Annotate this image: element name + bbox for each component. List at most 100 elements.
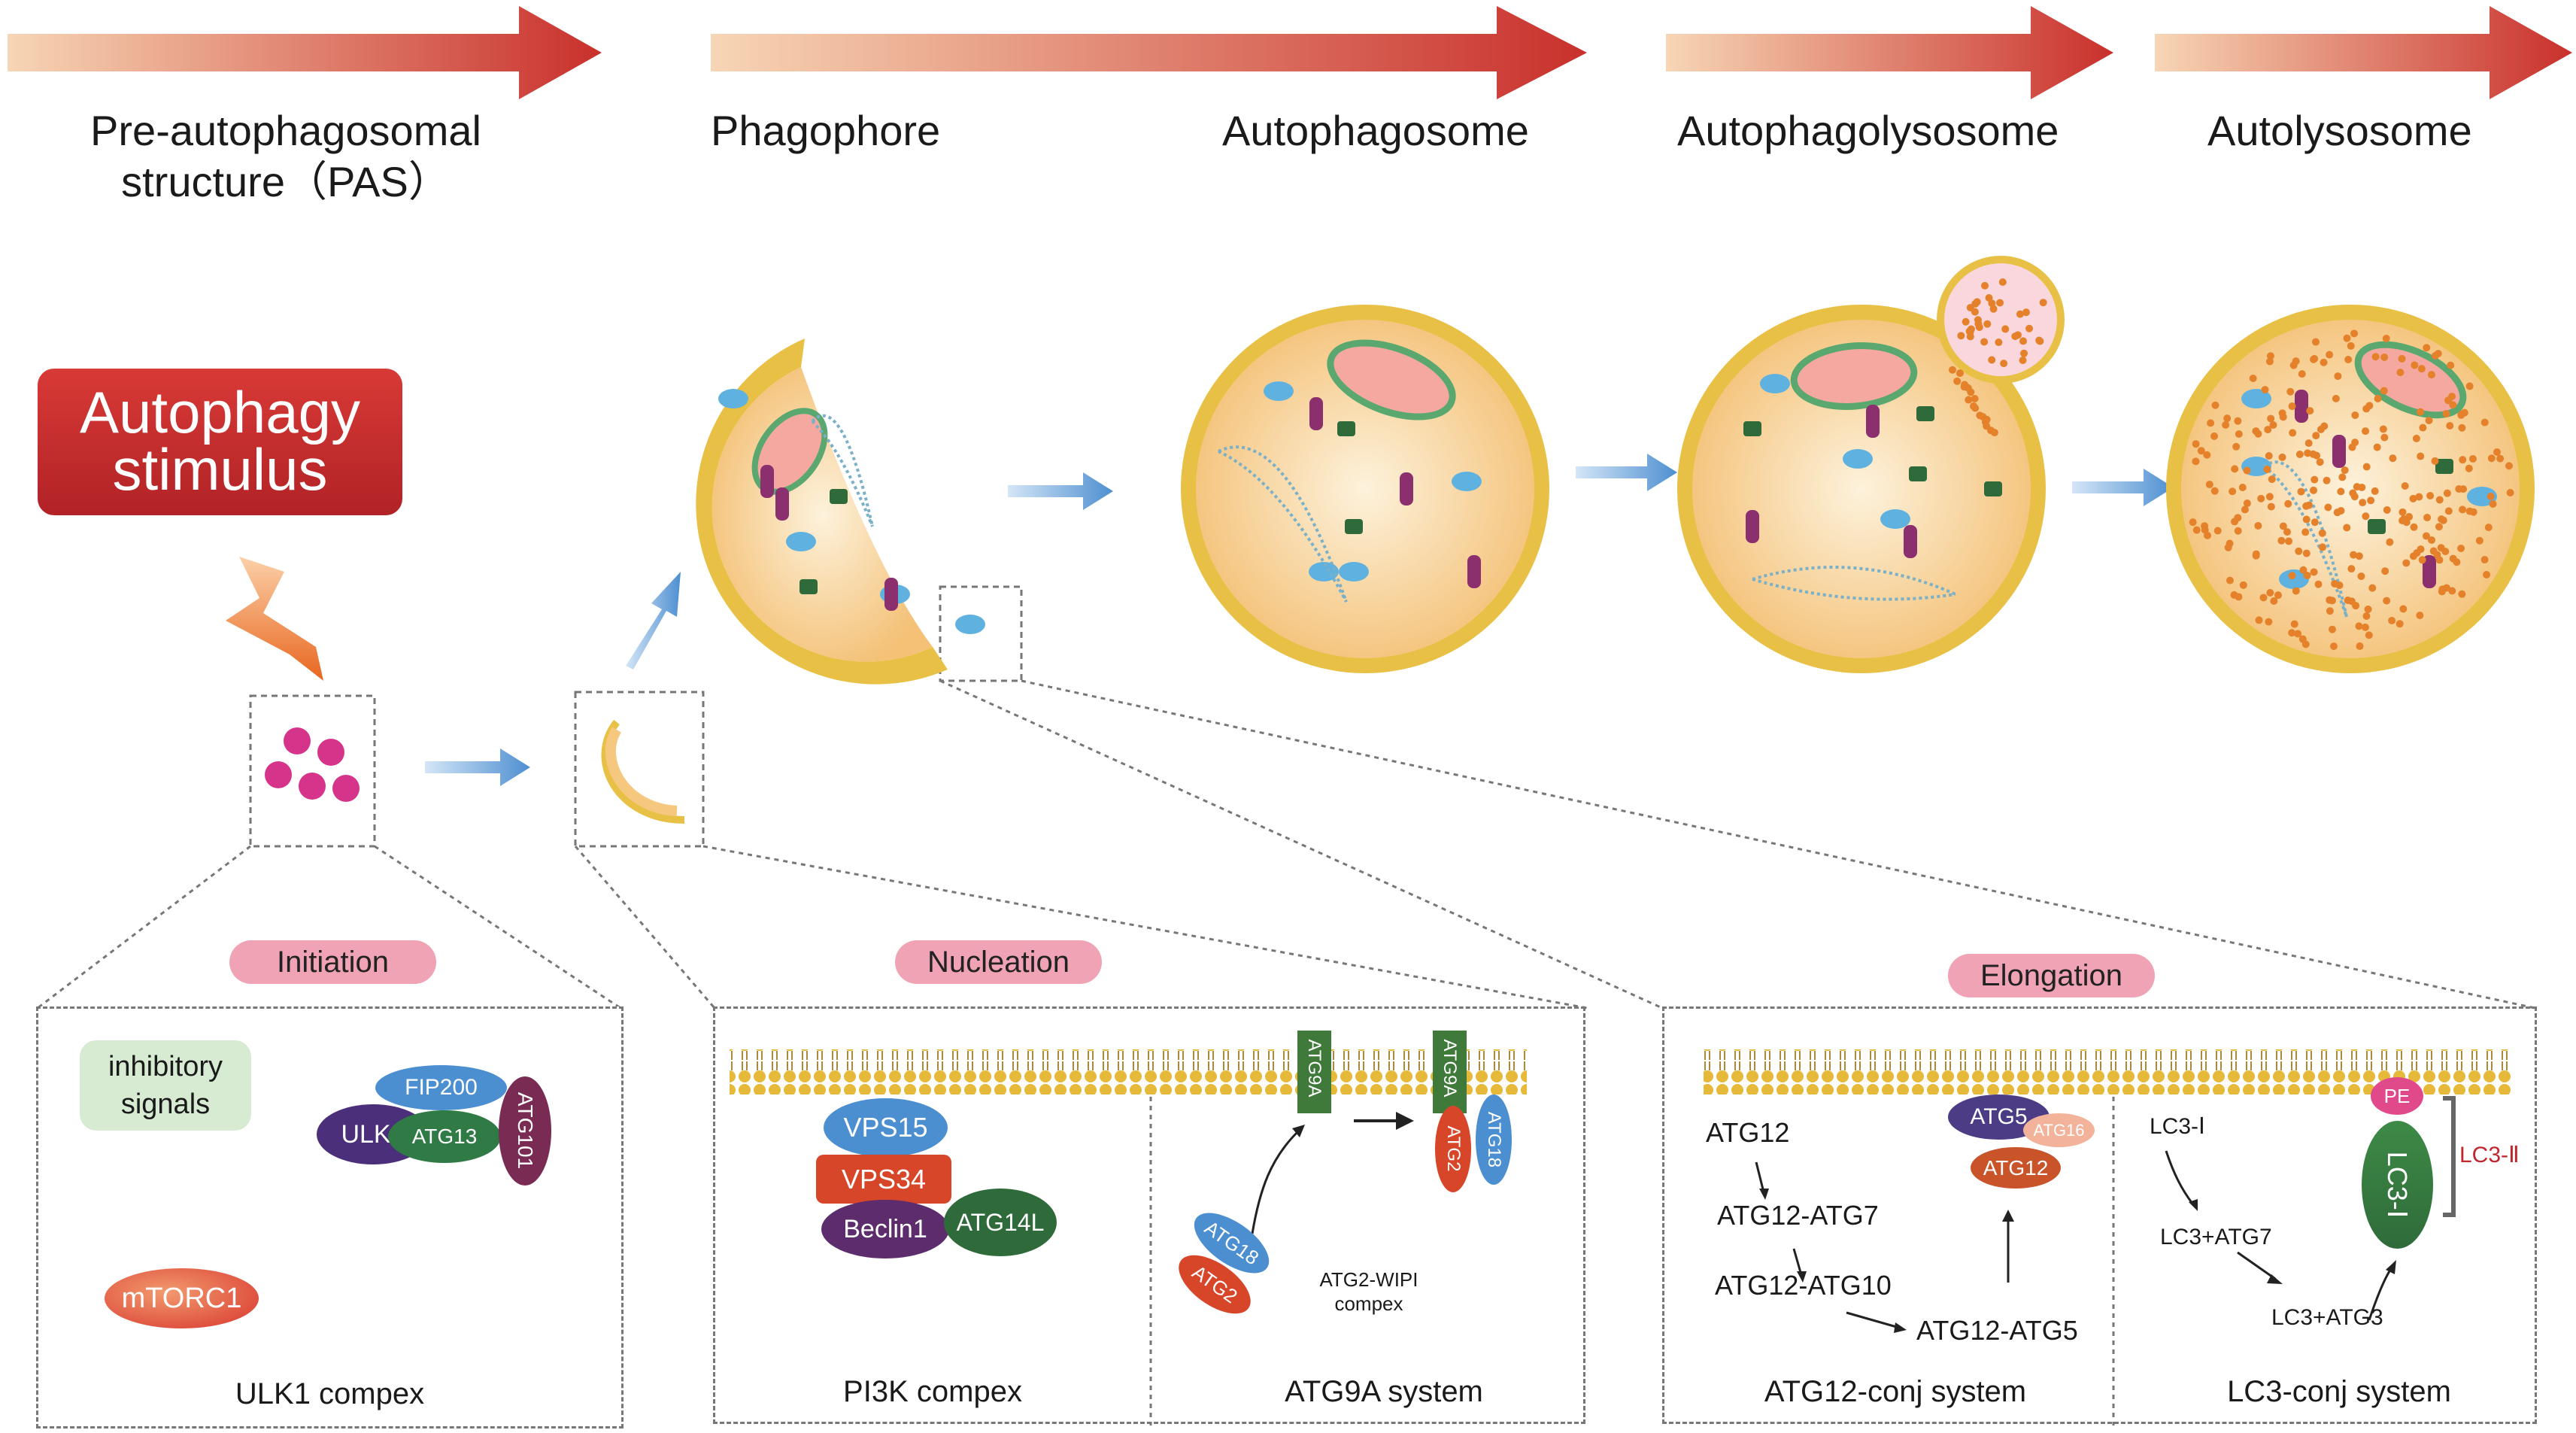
lysosome-enzyme-dot xyxy=(1962,317,1970,326)
nucleation-pill: Nucleation xyxy=(895,940,1102,984)
autolysosome-enzyme-dot xyxy=(2290,620,2298,628)
lysosome-enzyme-dot xyxy=(1980,338,1989,346)
dna-strand xyxy=(1752,578,1956,601)
lysosome-enzyme-dot xyxy=(2039,299,2047,307)
autolysosome-enzyme-dot xyxy=(2362,612,2371,621)
autolysosome-enzyme-dot xyxy=(2442,409,2450,417)
autolysosome-enzyme-dot xyxy=(2422,532,2430,540)
lc3-ii-label: LC3-Ⅱ xyxy=(2459,1143,2520,1167)
autolysosome-enzyme-dot xyxy=(2505,462,2514,470)
dna-strand xyxy=(1752,566,1956,596)
autolysosome-enzyme-dot xyxy=(2274,591,2282,600)
autolysosome-enzyme-dot xyxy=(2417,408,2425,416)
dna-strand xyxy=(1218,450,1348,603)
autolysosome-enzyme-dot xyxy=(2192,526,2201,534)
autolysosome-enzyme-dot xyxy=(2278,453,2286,461)
autolysosome-enzyme-dot xyxy=(2306,407,2314,415)
autolysosome-enzyme-dot xyxy=(2380,353,2389,361)
autolysosome-enzyme-dot xyxy=(2334,372,2342,381)
autolysosome-enzyme-dot xyxy=(2401,482,2409,490)
lc3-i-label: LC3-Ⅰ xyxy=(2150,1114,2205,1139)
autolysosome-enzyme-dot xyxy=(2288,402,2296,411)
autophagy-stimulus-box: Autophagy stimulus xyxy=(38,369,402,515)
lysosome-enzyme-dot xyxy=(1998,278,2007,286)
autolysosome-enzyme-dot xyxy=(2357,572,2365,581)
lysosome-enzyme-dot xyxy=(1974,320,1983,328)
autolysosome-enzyme-dot xyxy=(2355,622,2363,630)
autolysosome-enzyme-dot xyxy=(2203,531,2211,539)
autolysosome-enzyme-dot xyxy=(2396,369,2405,377)
wipi-line1: ATG2-WIPI xyxy=(1319,1268,1418,1291)
autolysosome-enzyme-dot xyxy=(2292,587,2300,595)
autolysosome-enzyme-dot xyxy=(2243,466,2251,475)
green-protein xyxy=(2435,459,2453,474)
stage-arrows xyxy=(8,6,2572,99)
lysosome-enzyme-dot xyxy=(1996,299,2004,307)
autolysosome-enzyme-dot xyxy=(2443,489,2451,497)
autolysosome-enzyme-dot xyxy=(2328,625,2336,633)
autolysosome-enzyme-dot xyxy=(2418,556,2426,564)
autolysosome-enzyme-dot xyxy=(2235,430,2243,438)
autolysosome-enzyme-dot xyxy=(2344,355,2353,363)
autolysosome-enzyme-dot xyxy=(2324,503,2332,512)
lysosome-enzyme-dot xyxy=(2019,337,2027,345)
autolysosome-enzyme-dot xyxy=(2301,528,2310,536)
autolysosome-enzyme-dot xyxy=(2351,411,2359,419)
autolysosome-enzyme-dot xyxy=(2318,529,2326,537)
autolysosome-enzyme-dot xyxy=(2312,338,2320,346)
autolysosome-enzyme-dot xyxy=(2231,465,2239,473)
autolysosome-enzyme-dot xyxy=(2266,352,2274,360)
blue-protein xyxy=(1339,562,1369,581)
autolysosome-enzyme-dot xyxy=(2409,552,2417,560)
autolysosome-enzyme-dot xyxy=(2333,509,2341,517)
autolysosome-enzyme-dot xyxy=(2279,522,2287,530)
lysosome-enzyme-dot xyxy=(2025,324,2034,332)
autolysosome-enzyme-dot xyxy=(2310,355,2318,363)
blue-protein xyxy=(955,615,985,634)
autolysosome-enzyme-dot xyxy=(2314,580,2323,588)
fip200-protein: FIP200 xyxy=(375,1065,507,1110)
lysosome-enzyme-dot xyxy=(2036,337,2044,345)
autolysosome-enzyme-dot xyxy=(2455,485,2463,493)
autolysosome-enzyme-dot xyxy=(2257,494,2265,502)
autolysosome-enzyme-dot xyxy=(2316,458,2324,466)
lysosome-enzyme-dot xyxy=(1971,308,1979,316)
purple-protein xyxy=(775,487,789,521)
autolysosome-enzyme-dot xyxy=(2266,588,2274,597)
autolysosome-enzyme-dot xyxy=(2239,581,2247,589)
autolysosome-enzyme-dot xyxy=(2371,487,2379,495)
blue-protein xyxy=(2467,487,2497,506)
atg9a-system-caption: ATG9A system xyxy=(1285,1375,1483,1408)
autolysosome-enzyme-dot xyxy=(2411,361,2419,369)
autolysosome-enzyme-dot xyxy=(2347,597,2356,606)
atg101-protein: ATG101 xyxy=(499,1076,551,1186)
atg13-protein: ATG13 xyxy=(388,1110,501,1163)
autolysosome-enzyme-dot xyxy=(2410,523,2418,531)
autolysosome-enzyme-dot xyxy=(2419,424,2427,432)
lysosome-enzyme-dot xyxy=(1973,298,1981,306)
autolysosome-enzyme-dot xyxy=(2243,499,2251,508)
autolysosome-enzyme-dot xyxy=(2347,565,2356,573)
autolysosome-enzyme-dot xyxy=(2484,524,2493,532)
autolysosome-enzyme-dot xyxy=(2362,463,2371,471)
autolysosome-enzyme-dot xyxy=(2427,371,2435,379)
stage-autophagolysosome-label: Autophagolysosome xyxy=(1677,107,2059,154)
autolysosome-enzyme-dot xyxy=(2362,427,2370,436)
purple-protein xyxy=(760,465,774,498)
lightning-icon xyxy=(226,557,323,681)
autolysosome-enzyme-dot xyxy=(2283,528,2292,536)
autolysosome-enzyme-dot xyxy=(2269,420,2277,429)
purple-protein xyxy=(2295,390,2308,423)
pas-spheres xyxy=(265,727,360,802)
pas-line2: structure（PAS） xyxy=(121,158,451,205)
mtorc1-protein: mTORC1 xyxy=(105,1268,259,1328)
green-protein xyxy=(1909,466,1927,481)
initiation-panel: inhibitory signals mTORC1 ULK1 FIP200 AT… xyxy=(36,1006,624,1428)
autolysosome-enzyme-dot xyxy=(2224,543,2232,551)
autolysosome-enzyme-dot xyxy=(2493,448,2501,457)
autolysosome-enzyme-dot xyxy=(2441,548,2450,556)
autolysosome-enzyme-dot xyxy=(2210,432,2219,440)
lysosome-enzyme-dot xyxy=(1983,320,1992,328)
atg18-protein-membrane: ATG18 xyxy=(1476,1094,1512,1185)
